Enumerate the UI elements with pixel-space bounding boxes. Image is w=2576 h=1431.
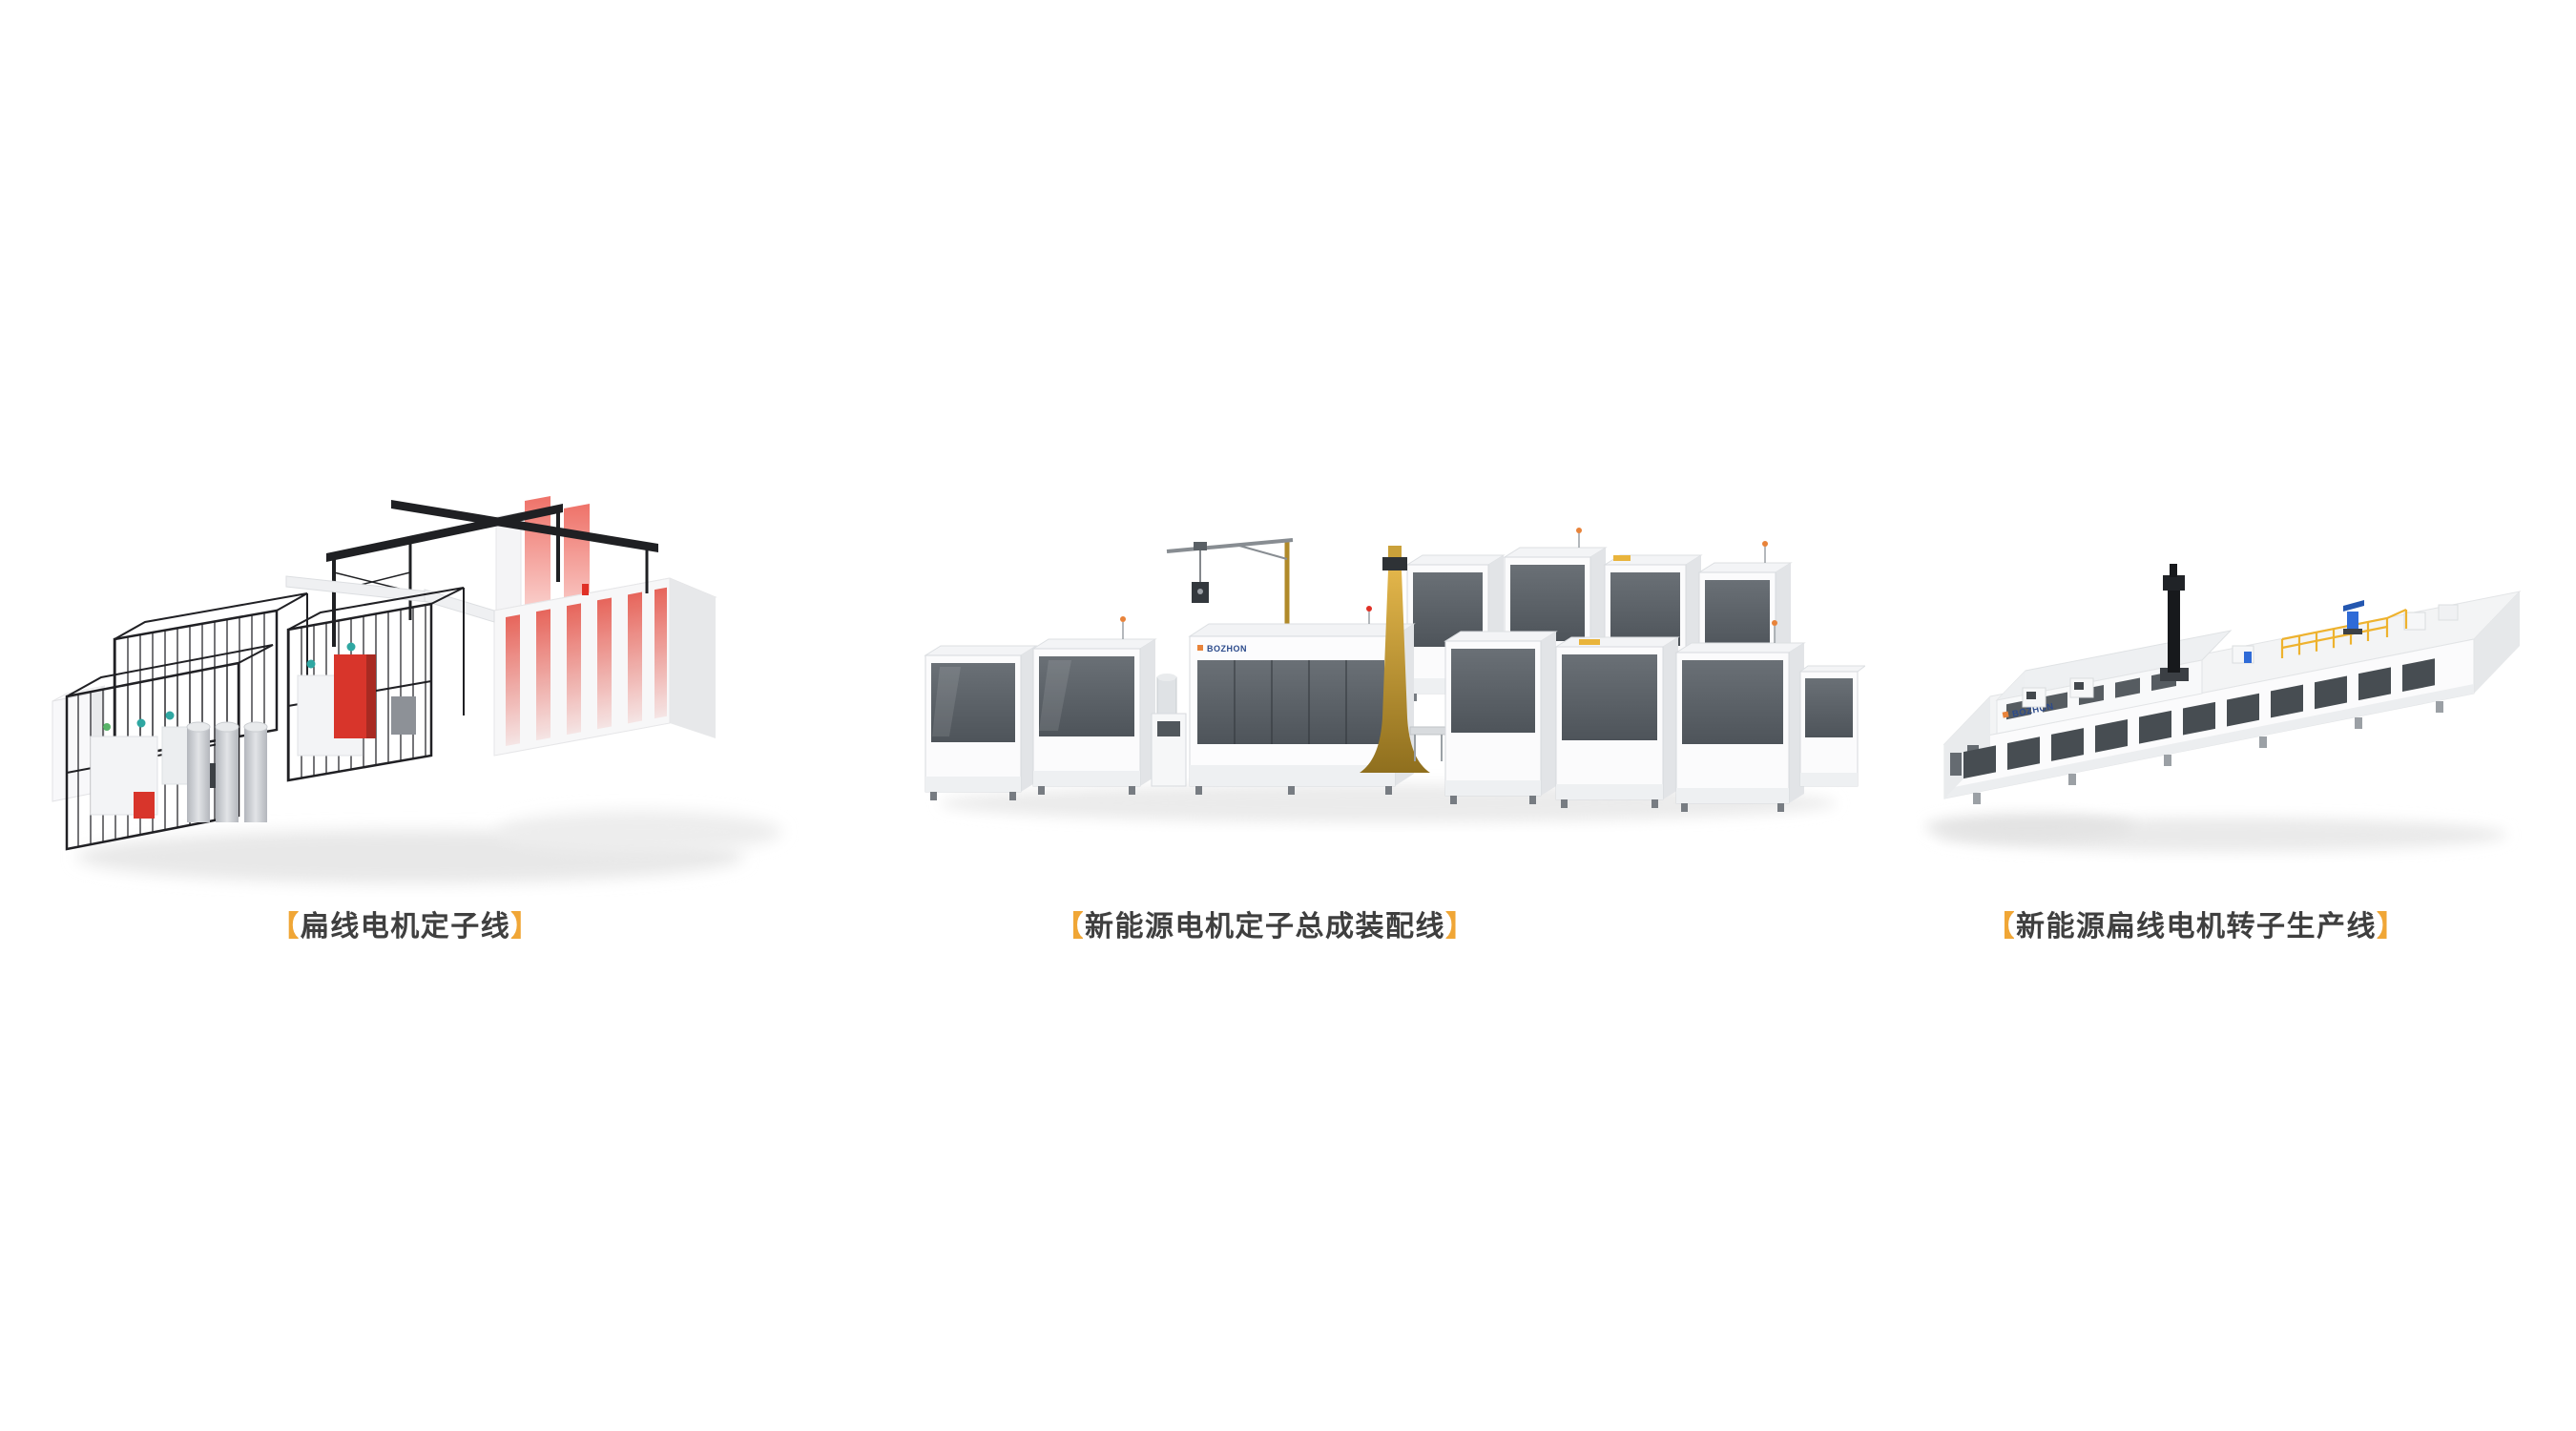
- front-left-cabinets: [924, 616, 1187, 800]
- caption-flat-wire-stator-line: 【扁线电机定子线】: [270, 902, 541, 944]
- gantry-beams: [326, 500, 658, 647]
- caption-bracket-close: 】: [2377, 911, 2407, 943]
- blue-robot: [2343, 600, 2364, 634]
- product-stator-assembly-line[interactable]: BOZHON: [911, 527, 1865, 832]
- caption-bracket-open: 【: [1985, 911, 2016, 943]
- beacon-light: [582, 584, 589, 595]
- red-striped-panels: [492, 496, 717, 757]
- product-flat-wire-stator-line[interactable]: [48, 477, 811, 897]
- caption-bracket-close: 】: [510, 911, 541, 943]
- caption-bracket-open: 【: [270, 911, 301, 943]
- caption-bracket-open: 【: [1054, 911, 1085, 943]
- caption-text: 新能源电机定子总成装配线: [1085, 911, 1445, 943]
- press-tower: [2160, 564, 2189, 681]
- upper-deck: BOZHON: [1995, 630, 2233, 735]
- caption-text: 扁线电机定子线: [300, 911, 511, 943]
- machine-image-stator-assembly-line: BOZHON: [924, 528, 1865, 822]
- caption-bracket-close: 】: [1445, 911, 1476, 943]
- floor-shadow: [1925, 814, 2507, 852]
- inner-machines: [90, 642, 416, 819]
- top-equipment: [2022, 564, 2459, 708]
- antenna-tip: [1576, 528, 1582, 533]
- windows-row: [1963, 658, 2435, 779]
- red-machine-column: [334, 654, 366, 738]
- brand-logo-text: BOZHON: [1207, 644, 1247, 653]
- storage-tanks: [186, 721, 268, 822]
- machine-image-rotor-production-line: BOZHON: [1925, 564, 2522, 852]
- machine-legs: [1973, 701, 2443, 804]
- safety-fence: [2280, 608, 2408, 658]
- product-rotor-production-line[interactable]: BOZHON: [1916, 549, 2536, 863]
- caption-stator-assembly-line: 【新能源电机定子总成装配线】: [1055, 902, 1476, 944]
- front-right-cabinets: [1444, 620, 1865, 812]
- caption-rotor-production-line: 【新能源扁线电机转子生产线】: [1986, 902, 2407, 944]
- brand-logo-mark: [2002, 711, 2009, 718]
- caption-text: 新能源扁线电机转子生产线: [2016, 911, 2377, 943]
- yellow-accent: [1613, 555, 1631, 561]
- brand-logo-mark: [1197, 645, 1203, 651]
- robot-column: [1360, 546, 1430, 773]
- machine-image-flat-wire-stator-line: [52, 496, 782, 883]
- control-pedestal: [1151, 674, 1187, 787]
- floor-shadow: [76, 811, 782, 883]
- blue-unit: [2244, 652, 2252, 663]
